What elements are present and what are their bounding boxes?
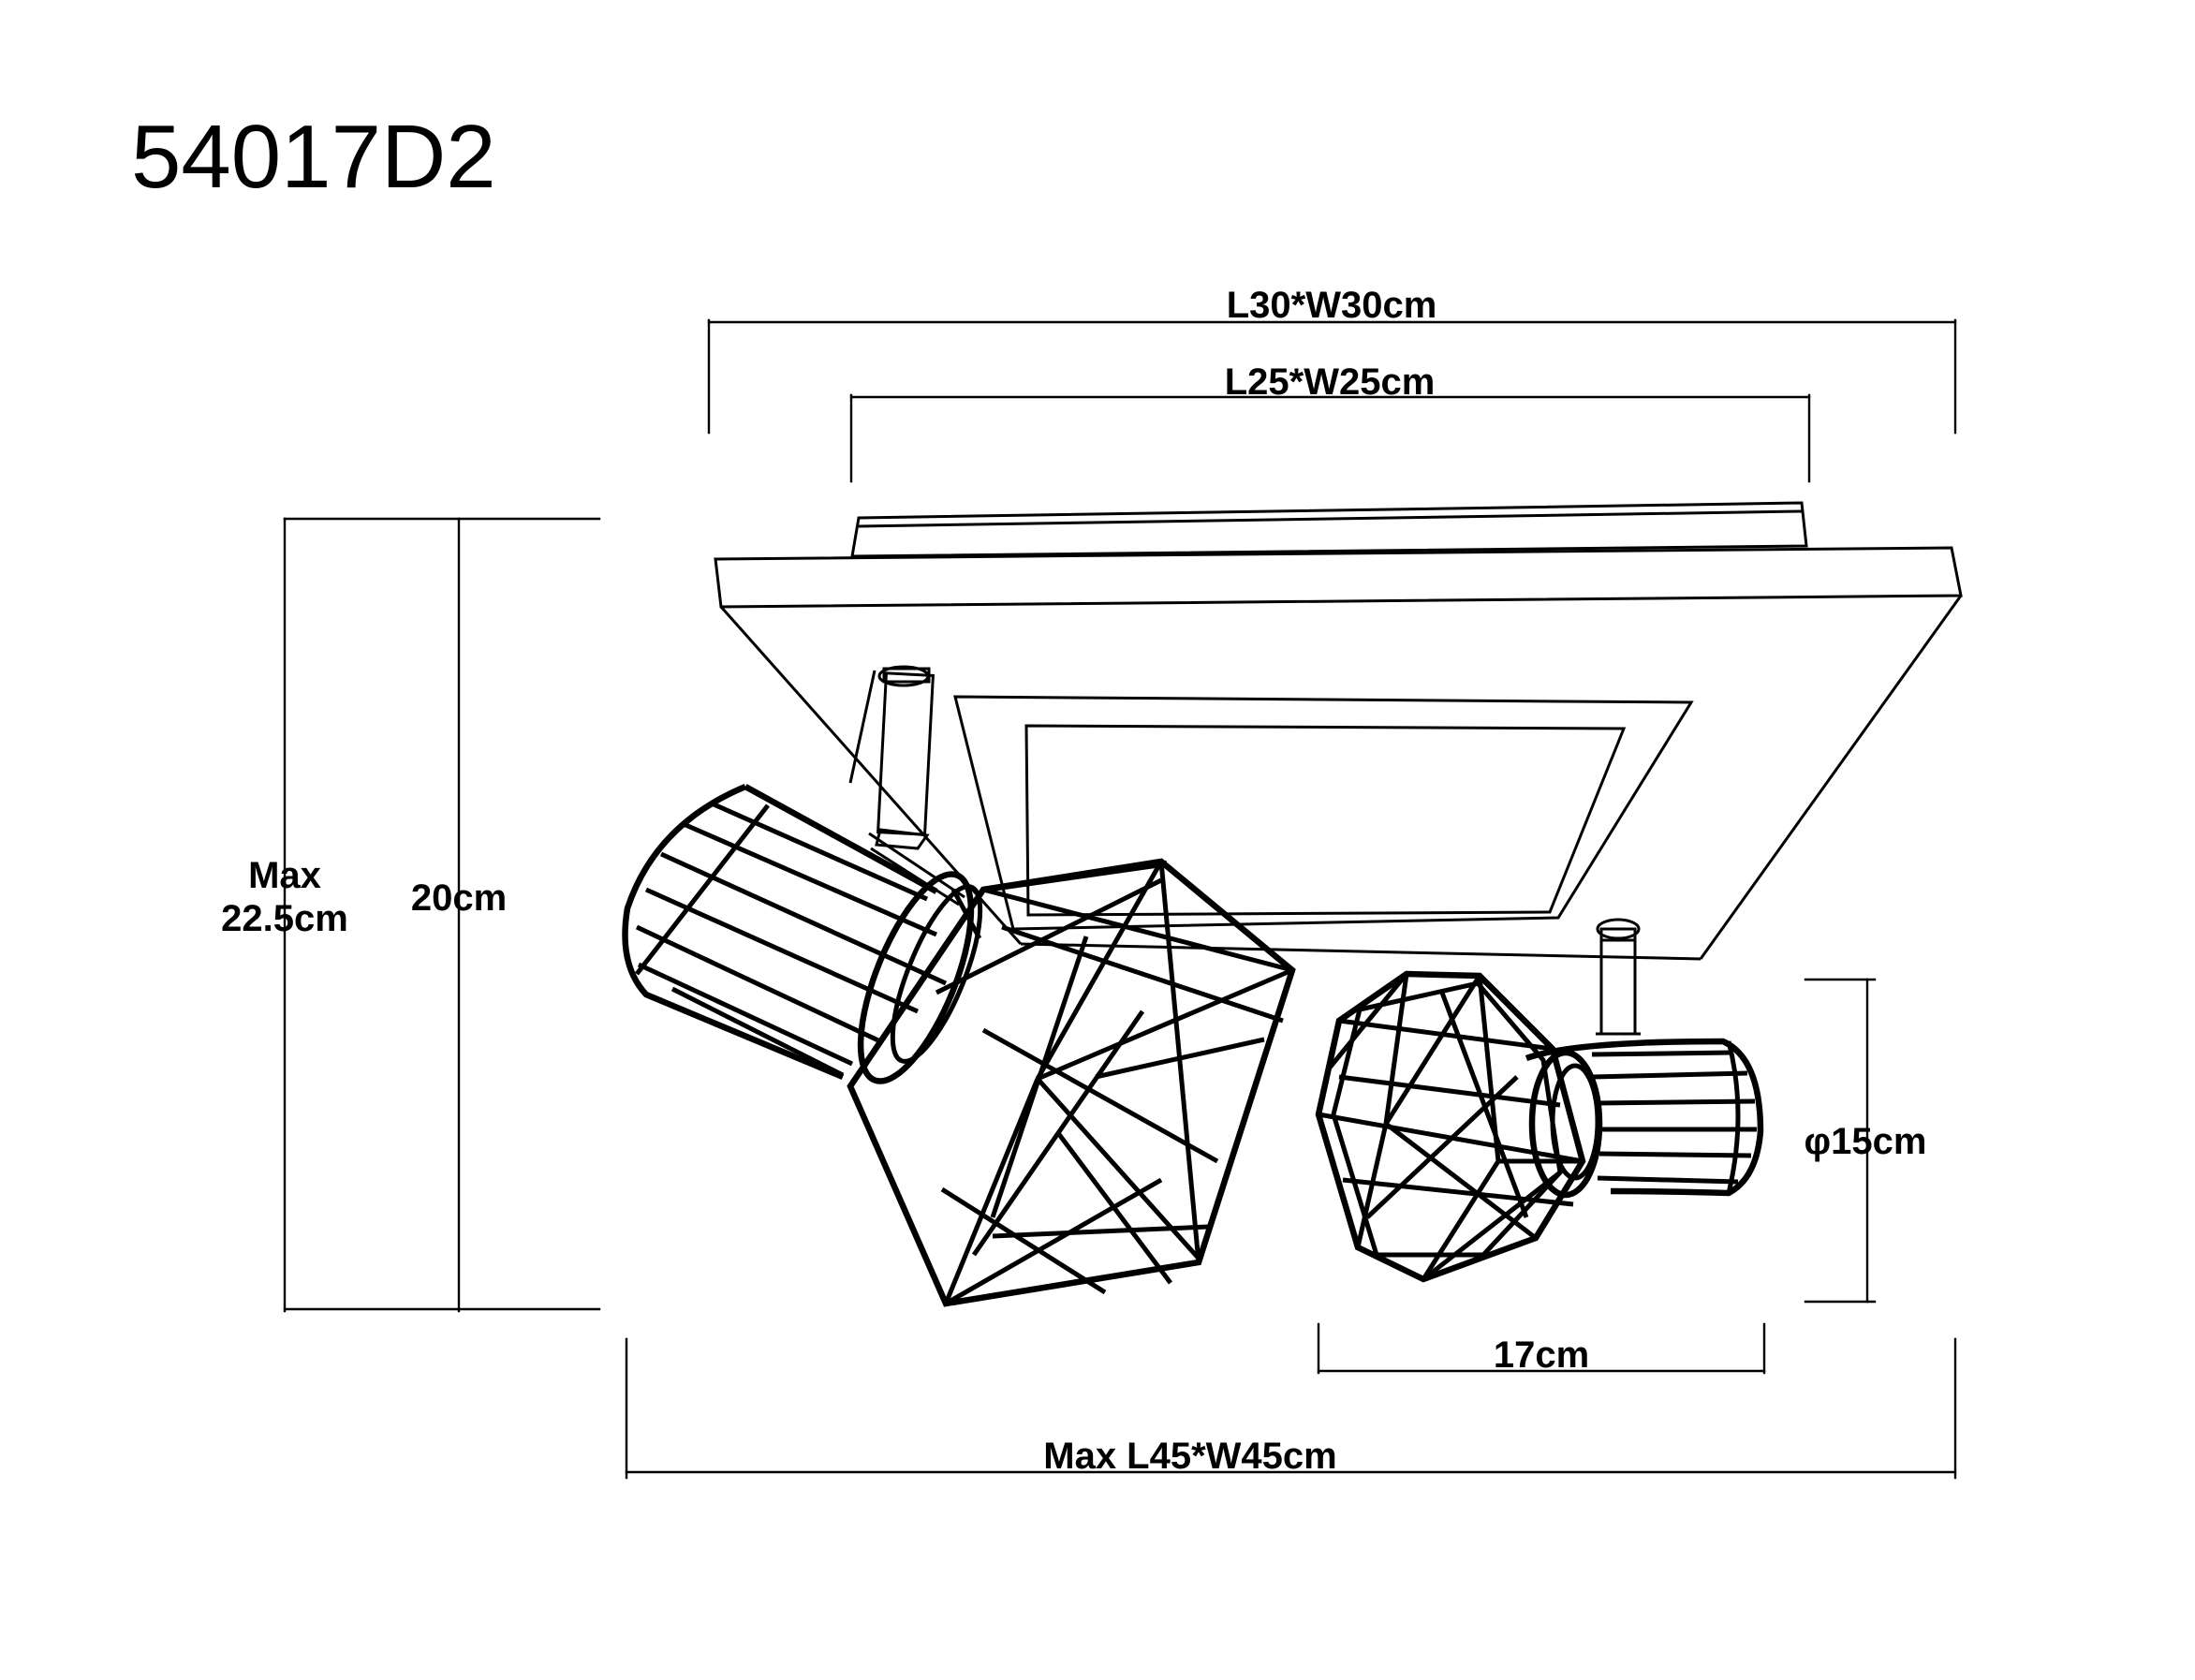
left-mount-stem [848,665,965,906]
right-spotlight [1315,918,1764,1283]
dimension-max-height: Max 22.5cm [221,517,601,1313]
left-spotlight [622,665,1296,1307]
dimension-height: 20cm [411,517,507,1313]
dimension-shade-diameter: φ15cm [1805,978,1927,1304]
max-height-label-line1: Max [248,855,321,896]
dimension-shade-length: 17cm [1317,1322,1766,1376]
right-cylinder-cage [1525,1038,1764,1199]
outer-plate-label: L30*W30cm [1227,285,1437,326]
shade-diameter-label: φ15cm [1805,1121,1927,1162]
shade-length-label: 17cm [1494,1334,1589,1376]
dimension-outer-plate: L30*W30cm [707,285,1957,435]
right-geometric-cage [1315,970,1586,1283]
height-label: 20cm [411,877,507,919]
inner-plate-label: L25*W25cm [1225,361,1436,403]
max-span-label: Max L45*W45cm [1043,1436,1336,1477]
dimension-max-span: Max L45*W45cm [625,1337,1957,1480]
right-mount-stem [1596,918,1641,1036]
dimension-inner-plate: L25*W25cm [849,361,1811,483]
left-cylinder-cage [622,784,983,1084]
max-height-label-line2: 22.5cm [221,898,348,939]
left-geometric-cage [847,858,1296,1307]
model-number: 54017D2 [131,107,496,207]
